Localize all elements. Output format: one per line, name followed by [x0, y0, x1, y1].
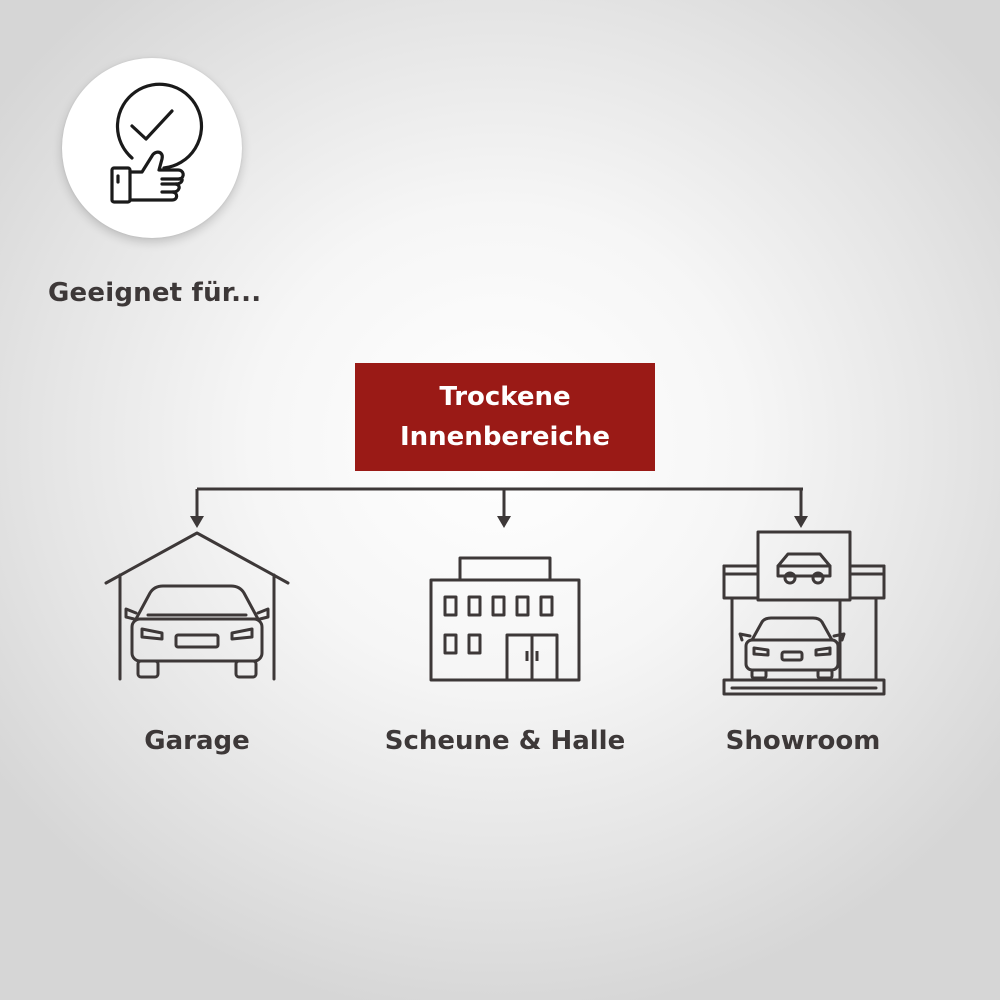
intro-badge — [62, 58, 242, 238]
node-label-garage: Garage — [144, 726, 250, 756]
root-box: Trockene Innenbereiche — [355, 363, 655, 471]
root-label: Trockene Innenbereiche — [399, 382, 610, 452]
intro-label: Geeignet für... — [48, 278, 262, 308]
garage-car-icon — [104, 531, 290, 681]
car-showroom-icon — [722, 530, 886, 696]
building-icon — [429, 556, 581, 682]
arrow-right — [794, 516, 808, 528]
arrow-left — [190, 516, 204, 528]
node-label-showroom: Showroom — [725, 726, 881, 756]
node-label-scheune-halle: Scheune & Halle — [384, 726, 626, 756]
thumbs-up-check-icon — [110, 82, 204, 204]
arrow-middle — [497, 516, 511, 528]
